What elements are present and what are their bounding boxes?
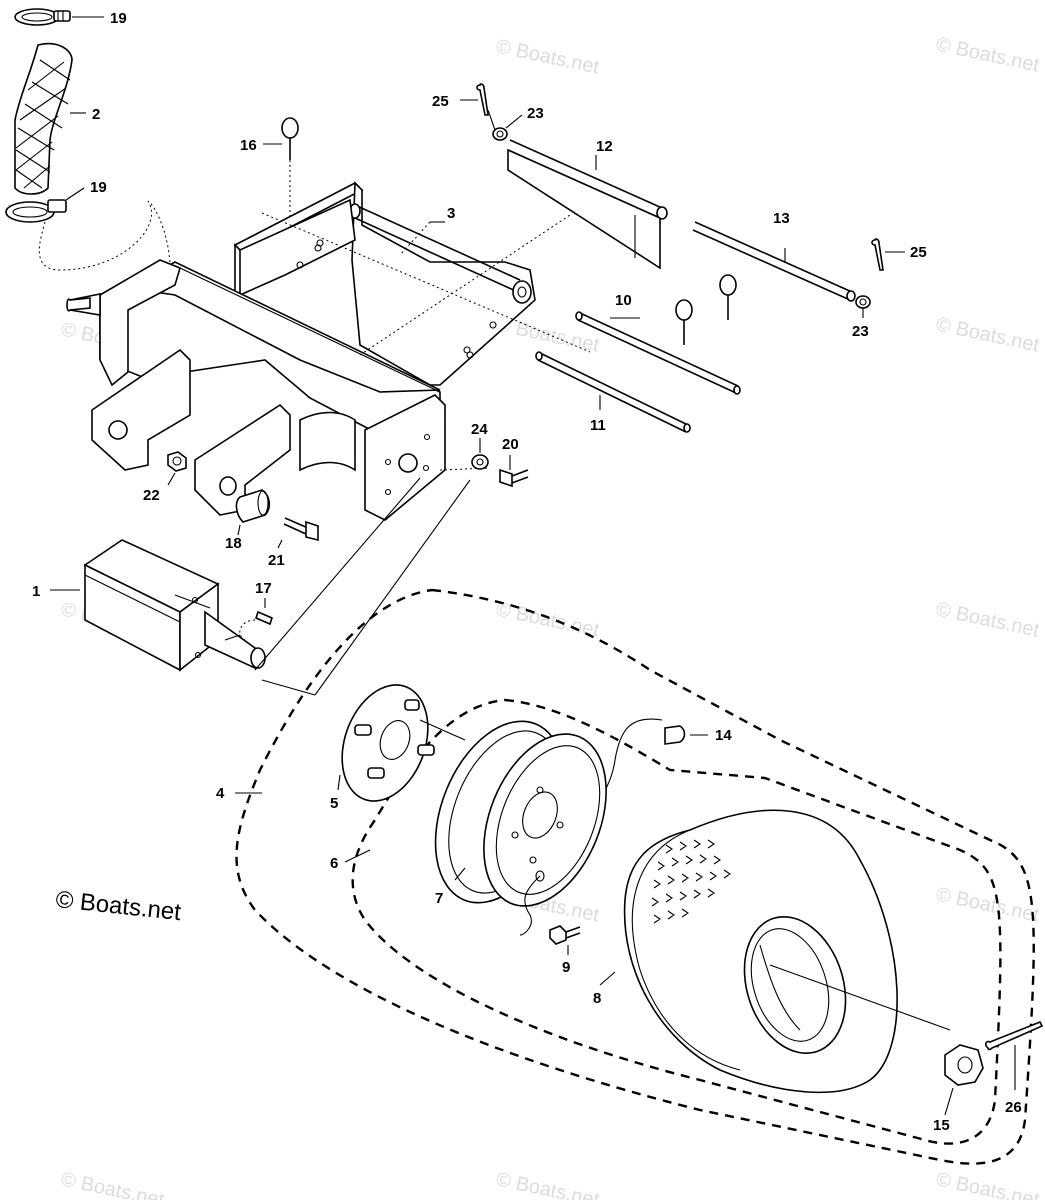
callout-10: 10: [615, 292, 632, 309]
callout-23-right: 23: [852, 323, 869, 340]
pin-10: [575, 274, 741, 395]
callout-2: 2: [92, 106, 100, 123]
callout-26: 26: [1005, 1099, 1022, 1116]
callout-20: 20: [502, 436, 519, 453]
cotter-pin-25-right: [871, 238, 905, 271]
hose-clamp-19-top: [14, 8, 104, 26]
hose-2: [14, 42, 86, 195]
shield-12: [507, 139, 668, 270]
callout-18: 18: [225, 535, 242, 552]
hub-5: [337, 684, 466, 802]
watermark: © Boats.net: [494, 1168, 602, 1200]
callout-7: 7: [435, 890, 443, 907]
callout-16: 16: [240, 137, 257, 154]
lock-pin-16: [263, 117, 299, 220]
nut-22: [167, 451, 187, 486]
callout-3: 3: [447, 205, 455, 222]
callout-21: 21: [268, 552, 285, 569]
washer-24: [471, 438, 489, 470]
callout-25-right: 25: [910, 244, 927, 261]
washer-23-top: [487, 109, 523, 141]
pin-11: [535, 299, 693, 433]
lug-bolt-9: [549, 925, 581, 955]
watermark: © Boats.net: [934, 313, 1042, 356]
watermark: © Boats.net: [934, 33, 1042, 76]
group-outline-6: [351, 698, 1002, 1145]
tire-8: [599, 809, 951, 1094]
alignment-line: [261, 212, 591, 353]
bolt-20: [499, 455, 529, 488]
callout-4: 4: [216, 785, 225, 802]
watermark: © Boats.net: [934, 1168, 1042, 1200]
washer-23-right: [855, 295, 871, 318]
callout-23-top: 23: [527, 105, 544, 122]
rim-7: [434, 720, 607, 936]
watermark: © Boats.net: [934, 598, 1042, 641]
projection-line: [261, 679, 316, 696]
watermark: © Boats.net: [934, 883, 1042, 926]
callout-1: 1: [32, 583, 40, 600]
callout-14: 14: [715, 727, 732, 744]
projection-line: [254, 477, 421, 671]
castle-nut-15: [944, 1044, 984, 1116]
watermark: © Boats.net: [494, 598, 602, 641]
callout-22: 22: [143, 487, 160, 504]
gearbox-1: [50, 539, 266, 672]
callout-19-top: 19: [110, 10, 127, 27]
callout-6: 6: [330, 855, 338, 872]
callout-25-top: 25: [432, 93, 449, 110]
watermark: © Boats.net: [59, 1168, 167, 1200]
key-17: [239, 598, 273, 641]
frame-3: [66, 181, 536, 521]
copyright-text: © Boats.net: [54, 886, 182, 926]
group-outline-4: [235, 588, 1035, 1165]
projection-line: [314, 479, 471, 696]
hose-clamp-19-lower: [5, 187, 85, 223]
cotter-pin-26: [985, 1020, 1044, 1090]
callout-24: 24: [471, 421, 488, 438]
callout-15: 15: [933, 1117, 950, 1134]
spacer-18: [235, 489, 271, 536]
callout-19-lower: 19: [90, 179, 107, 196]
callout-17: 17: [255, 580, 272, 597]
callout-13: 13: [773, 210, 790, 227]
callout-8: 8: [593, 990, 601, 1007]
bolt-21: [277, 517, 319, 549]
callout-9: 9: [562, 959, 570, 976]
callout-11: 11: [590, 417, 606, 434]
callout-5: 5: [330, 795, 338, 812]
watermark: © Boats.net: [494, 35, 602, 78]
alignment-line: [359, 214, 571, 356]
callout-12: 12: [596, 138, 613, 155]
cotter-pin-25-top: [460, 83, 489, 116]
rod-13: [692, 221, 856, 302]
